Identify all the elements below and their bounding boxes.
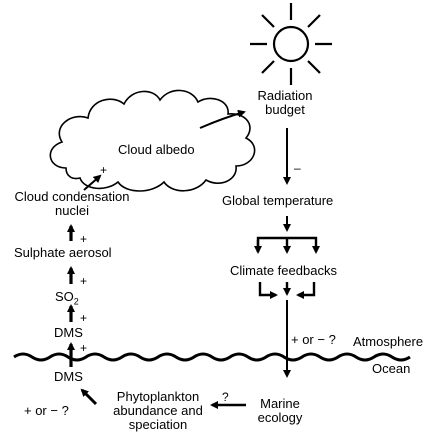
- sign-ecology-to-phyto: ?: [222, 390, 229, 404]
- sign-dms-to-so2: +: [80, 311, 88, 325]
- sulphate-aerosol-label: Sulphate aerosol: [14, 245, 112, 260]
- sign-phyto-to-dms: + or − ?: [24, 403, 69, 418]
- sun-icon: [250, 3, 332, 85]
- phytoplankton-label: Phytoplankton abundance and speciation: [113, 389, 203, 432]
- cloud-icon: [49, 89, 256, 192]
- climate-feedbacks-label: Climate feedbacks: [230, 263, 337, 278]
- sea-surface-wave: [13, 352, 411, 362]
- feedback-bracket-bottom: [258, 282, 316, 299]
- atmosphere-label: Atmosphere: [353, 334, 424, 349]
- sign-sulphate-to-ccn: +: [80, 232, 88, 246]
- sign-dms-ocean-to-atm: +: [80, 341, 88, 355]
- ocean-label: Ocean: [372, 361, 411, 376]
- cloud-albedo-label: Cloud albedo: [118, 142, 195, 157]
- sign-radiation-to-temperature: –: [294, 161, 301, 175]
- arrow-cloud-to-radiation: [199, 109, 246, 129]
- global-temperature-label: Global temperature: [222, 193, 334, 208]
- marine-ecology-label: Marine ecology: [257, 396, 303, 425]
- sign-temperature-to-ocean: + or − ?: [291, 332, 336, 347]
- dms-atmosphere-label: DMS: [54, 325, 83, 340]
- sign-ccn-to-cloud: +: [100, 163, 108, 177]
- arrow-phyto-to-dms: [80, 388, 98, 406]
- feedback-bracket-top: [254, 236, 320, 254]
- arrow-ccn-to-cloud: [83, 174, 102, 191]
- radiation-budget-label: Radiation budget: [257, 88, 313, 117]
- dms-ocean-label: DMS: [54, 369, 83, 384]
- ccn-label: Cloud condensation nuclei: [14, 189, 130, 218]
- sign-so2-to-sulphate: +: [80, 274, 88, 288]
- so2-label: SO2: [55, 289, 79, 307]
